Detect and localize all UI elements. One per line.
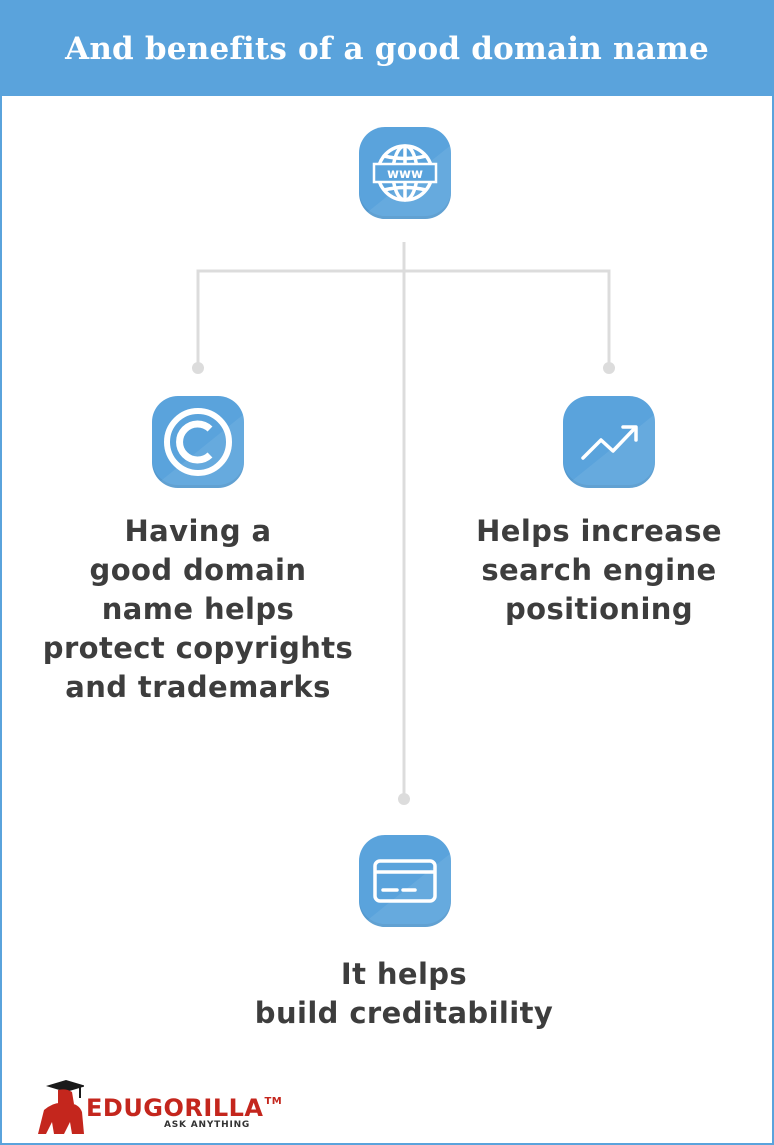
edugorilla-logo: EDUGORILLATM ASK ANYTHING: [36, 1078, 282, 1138]
www-globe-icon: www: [359, 144, 451, 219]
connector-dot-bottom: [398, 793, 410, 805]
brand-text: EDUGORILLA: [86, 1094, 264, 1122]
www-globe-tile: www: [359, 127, 451, 219]
page-title: And benefits of a good domain name: [65, 31, 709, 67]
trademark-mark: TM: [264, 1096, 283, 1107]
bottom-label-line: build creditability: [254, 996, 554, 1030]
credit-card-icon: [359, 853, 451, 927]
connector-dot-left: [192, 362, 204, 374]
bottom-node-label: It helps build creditability: [204, 955, 604, 1033]
connector-dot-right: [603, 362, 615, 374]
right-node-label: Helps increase search engine positioning: [439, 512, 759, 629]
trending-up-tile: [563, 396, 655, 488]
header-banner: And benefits of a good domain name: [2, 2, 772, 96]
gorilla-mascot-icon: [38, 1080, 84, 1134]
left-label-line: name helps: [101, 592, 295, 626]
connector-branch-line: [196, 269, 611, 366]
brand-name: EDUGORILLATM: [86, 1094, 282, 1122]
left-label-line: Having a: [124, 514, 272, 548]
left-node-label: Having a good domain name helps protect …: [28, 512, 368, 707]
left-label-line: protect copyrights: [42, 631, 354, 665]
copyright-icon: [152, 408, 244, 488]
right-label-line: positioning: [504, 592, 693, 626]
trending-up-icon: [563, 414, 655, 488]
right-label-line: search engine: [481, 553, 717, 587]
left-label-line: and trademarks: [65, 670, 331, 704]
svg-text:www: www: [387, 167, 423, 182]
credit-card-tile: [359, 835, 451, 927]
bottom-label-line: It helps: [340, 957, 468, 991]
copyright-tile: [152, 396, 244, 488]
left-label-line: good domain: [89, 553, 307, 587]
right-label-line: Helps increase: [476, 514, 722, 548]
brand-tagline: ASK ANYTHING: [164, 1120, 251, 1130]
